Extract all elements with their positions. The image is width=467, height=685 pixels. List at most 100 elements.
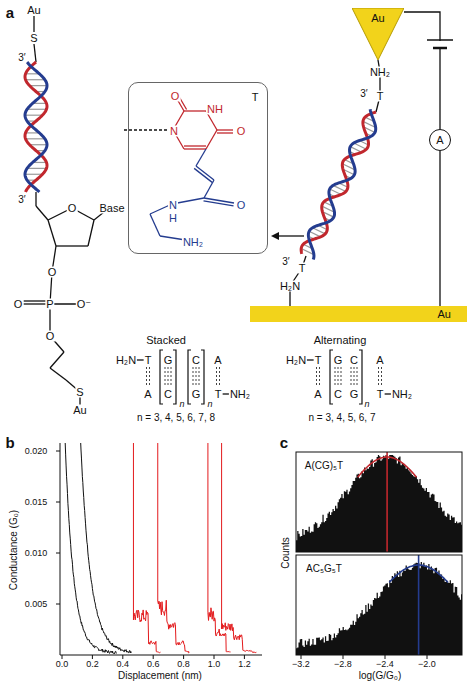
text-label: 0.2 xyxy=(85,660,100,669)
tick xyxy=(244,655,245,659)
text-label: A xyxy=(213,355,222,366)
text-label: A xyxy=(375,355,384,366)
tick xyxy=(92,655,93,659)
text-label: 0.020 xyxy=(24,447,49,456)
text-label: 0.8 xyxy=(176,660,191,669)
text-label: −2.8 xyxy=(333,660,353,669)
text-label: NH₂ xyxy=(391,389,413,400)
tick xyxy=(56,451,60,452)
text-label: Stacked xyxy=(145,335,187,346)
tick xyxy=(385,655,386,659)
bond xyxy=(206,130,217,149)
text-label: 0.010 xyxy=(24,549,49,558)
pointer-arrow xyxy=(278,235,304,236)
text-label: O xyxy=(13,299,24,310)
histogram-bars xyxy=(296,562,462,655)
atom-label: T xyxy=(251,92,260,103)
repeat-bracket xyxy=(188,350,204,404)
hydrogen-bond xyxy=(219,367,220,387)
conductance-trace xyxy=(222,443,257,653)
text-label: Counts xyxy=(281,536,291,570)
text-label: G xyxy=(333,355,344,366)
text-label: NH₂ xyxy=(369,67,391,78)
text-label: 0.015 xyxy=(24,498,49,507)
atom-label: NH₂ xyxy=(182,237,204,248)
text-label: P xyxy=(45,299,54,310)
conductance-trace xyxy=(74,443,131,653)
text-label: C xyxy=(163,389,173,400)
atom-label: O xyxy=(170,91,181,102)
text-label: G xyxy=(191,389,202,400)
ammeter: A xyxy=(429,129,451,151)
text-label: H₂N xyxy=(279,281,301,292)
dna-strand xyxy=(25,62,47,192)
text-label: n xyxy=(178,400,185,409)
base-pair xyxy=(354,143,367,149)
text-label: NH₂ xyxy=(229,389,251,400)
bond xyxy=(196,166,214,180)
hydrogen-bond xyxy=(216,367,217,387)
text-label: O xyxy=(47,267,58,278)
histogram-bars xyxy=(296,455,462,552)
hydrogen-bond xyxy=(146,367,147,387)
tick xyxy=(56,502,60,503)
text-label: −3.2 xyxy=(291,660,311,669)
text-label: H₂N xyxy=(285,355,307,366)
hydrogen-bond xyxy=(168,367,169,387)
atom-label: NH xyxy=(206,104,224,115)
node-label: A xyxy=(436,135,443,146)
text-label: Au xyxy=(72,405,87,416)
battery-plate xyxy=(433,47,447,50)
text-label: Displacement (nm) xyxy=(117,671,203,681)
bond xyxy=(196,149,206,166)
text-label: T xyxy=(298,263,307,274)
node-label: Au xyxy=(438,309,451,320)
bond xyxy=(184,110,206,111)
repeat-bracket xyxy=(330,350,362,404)
circuit-wire xyxy=(439,151,440,306)
text-label: H₂N xyxy=(115,355,137,366)
structure-box: ONHONTNHONH₂ xyxy=(128,82,268,254)
text-label: S xyxy=(29,33,38,44)
bond xyxy=(33,16,34,32)
bond xyxy=(88,220,94,246)
tick xyxy=(56,604,60,605)
base-pair xyxy=(313,228,326,234)
peak-line xyxy=(418,555,420,655)
atom-label: O xyxy=(236,126,247,137)
bond xyxy=(48,220,56,246)
battery-plate xyxy=(427,39,453,41)
atom-label: O xyxy=(236,200,247,211)
text-label: −2.0 xyxy=(417,660,437,669)
dna-strand xyxy=(25,62,47,192)
text-label: n = 3, 4, 5, 6, 7, 8 xyxy=(136,413,216,423)
hydrogen-bond xyxy=(378,367,379,387)
node-label: Au xyxy=(371,13,384,24)
tick xyxy=(343,655,344,659)
circuit-wire xyxy=(404,12,440,129)
base-pair xyxy=(27,168,46,169)
traces xyxy=(62,443,256,654)
text-label: Conductance (G₀) xyxy=(9,509,19,591)
bond xyxy=(50,368,66,380)
text-label: T xyxy=(314,355,323,366)
conductance-chart xyxy=(56,245,262,659)
atom-label: N xyxy=(169,126,179,137)
panel-frame xyxy=(296,452,462,552)
text-label: log(G/G₀) xyxy=(358,671,403,681)
text-label: Alternating xyxy=(313,335,368,346)
text-label: O⁻ xyxy=(76,299,92,310)
text-label: T xyxy=(144,355,153,366)
gold-substrate: Au xyxy=(250,306,467,322)
text-label: 3′ xyxy=(17,195,26,205)
text-label: G xyxy=(163,355,174,366)
hydrogen-bond xyxy=(319,367,320,387)
histogram xyxy=(296,452,462,552)
atom-label: N xyxy=(168,200,178,211)
text-label: 0.005 xyxy=(24,600,49,609)
hydrogen-bond xyxy=(199,367,200,387)
hydrogen-bond xyxy=(171,367,172,387)
tick xyxy=(301,655,302,659)
